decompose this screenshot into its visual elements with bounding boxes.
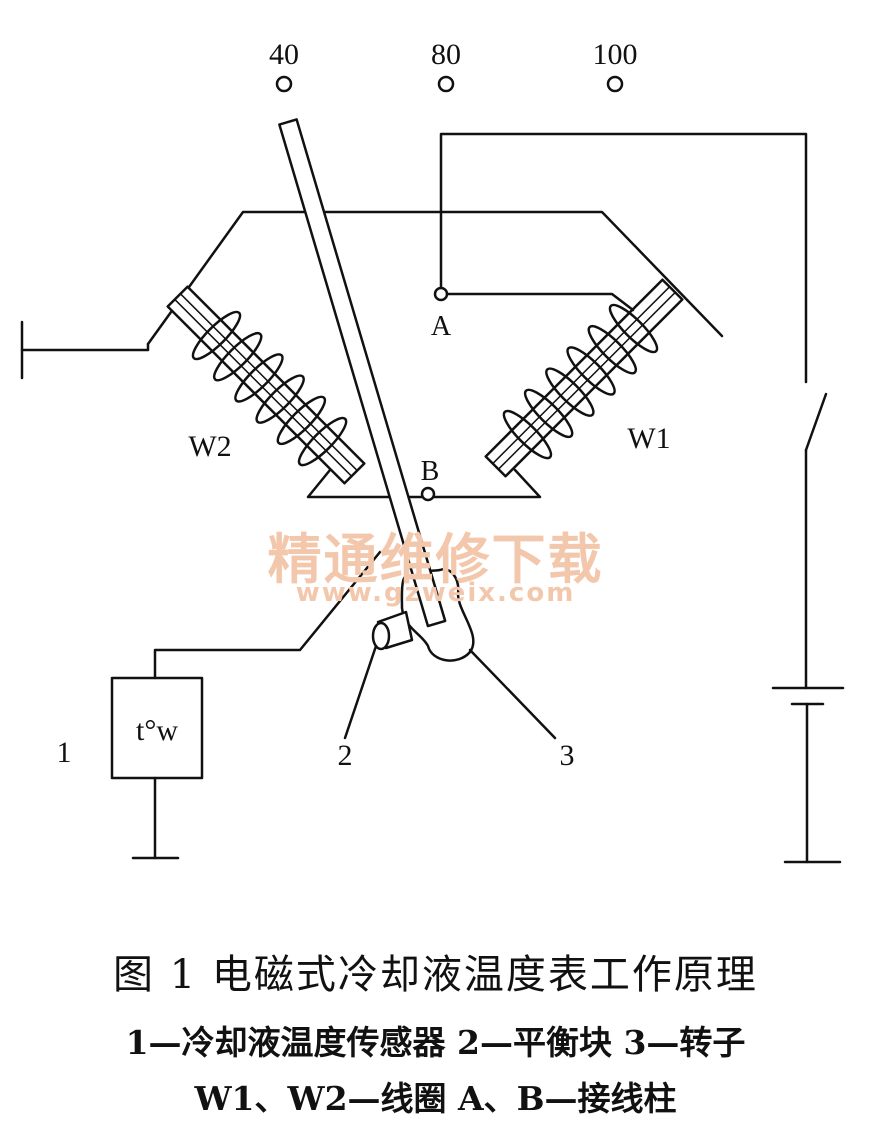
wire-a-to-w1 [446, 292, 635, 312]
circuit-diagram: 40 80 100 A B W2 W1 t°w 1 2 3 [20, 38, 845, 864]
watermark-url: www.gzweix.com [295, 578, 576, 608]
switch-blade [804, 392, 828, 452]
scale-label-80: 80 [431, 38, 461, 71]
wire-a-to-switch [439, 132, 808, 384]
scale-point-40 [275, 75, 293, 93]
figure-legend-line-2: W1、W2—线圈 A、B—接线柱 [194, 1079, 677, 1118]
wire-sensor-to-b [153, 550, 382, 680]
coil-label-w2: W2 [188, 430, 231, 463]
watermark-text: 精通维修下载 [267, 528, 604, 591]
pointer-needle [278, 118, 447, 628]
callout-label-2: 2 [338, 739, 353, 772]
callout-label-3: 3 [560, 739, 575, 772]
sensor-text: t°w [136, 714, 178, 747]
terminal-a [433, 286, 449, 302]
scale-point-100 [606, 75, 624, 93]
terminal-a-label: A [431, 311, 452, 342]
coil-core-w2 [166, 285, 366, 485]
coil-label-w1: W1 [627, 422, 670, 455]
ground-wire-w2 [20, 342, 150, 352]
terminal-b-label: B [421, 456, 440, 487]
balance-block [371, 610, 414, 651]
scale-label-100: 100 [593, 38, 638, 71]
coil-winding-w1 [502, 303, 659, 460]
scale-point-80 [437, 75, 455, 93]
leader-balance-block [343, 644, 378, 740]
figure-caption-title: 图 1 电磁式冷却液温度表工作原理 [113, 952, 758, 998]
temperature-sensor [110, 676, 204, 780]
scale-label-40: 40 [269, 38, 299, 71]
leader-rotor [468, 648, 557, 740]
figure-legend-line-1: 1—冷却液温度传感器 2—平衡块 3—转子 [125, 1023, 746, 1062]
upper-frame [146, 210, 724, 346]
terminal-b [420, 486, 436, 502]
sensor-number-label: 1 [57, 736, 72, 769]
